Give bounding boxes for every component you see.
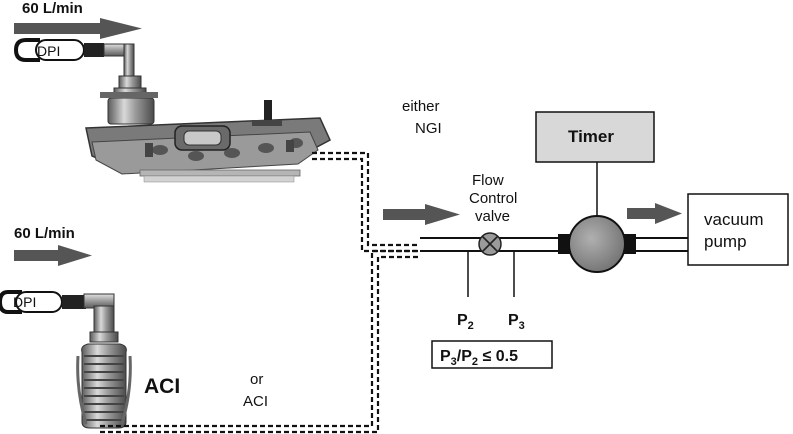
p3-label: P3 [508,312,525,332]
or-label: or [250,371,263,388]
tubing-from-aci [100,249,420,434]
timer-label: Timer [568,127,614,146]
ngi-label: NGI [415,120,442,137]
dpi-inhaler-bottom [0,290,86,314]
flow-arrow-to-pump [627,203,682,224]
pump-label-line1: vacuum [704,210,764,229]
valve-label-line2: Control [469,190,517,207]
dpi-inhaler-top [13,38,104,62]
flow-rate-label-top: 60 L/min [22,0,83,17]
inhaler-label-bottom: DPI [13,294,36,310]
flow-arrow-top [14,18,142,39]
aci-apparatus [76,293,132,429]
valve-label-line3: valve [475,208,510,225]
tubing-from-ngi [312,151,420,253]
ngi-apparatus [85,43,331,183]
ratio-label: P3/P2 ≤ 0.5 [440,348,518,368]
ratio-box [431,340,553,369]
p2-label: P2 [457,312,474,332]
aci-small-label: ACI [243,393,268,410]
solenoid-valve-icon [558,215,636,273]
timer-box [535,111,655,163]
either-label: either [402,98,440,115]
aci-main-label: ACI [144,375,180,398]
flow-rate-label-bottom: 60 L/min [14,225,75,242]
vacuum-pump-box [687,193,789,266]
inhaler-label-top: DPI [37,43,60,59]
flow-arrow-bottom [14,245,92,266]
main-pipe [420,237,688,252]
pump-label-line2: pump [704,232,747,251]
flow-arrow-middle [383,204,460,225]
valve-label-line1: Flow [472,172,504,189]
flow-control-valve-icon [478,232,502,256]
